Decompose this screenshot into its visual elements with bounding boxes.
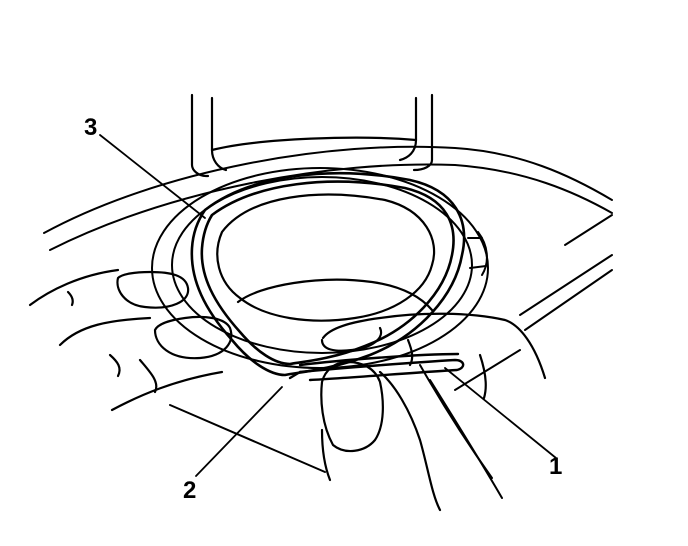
callout-2: 2	[183, 477, 197, 504]
leader-line-2	[195, 386, 283, 477]
seal-ring	[190, 172, 466, 377]
housing-outline	[43, 145, 613, 499]
hands	[28, 268, 547, 512]
leader-line-1	[444, 367, 557, 459]
inner-bore	[216, 193, 436, 322]
leader-line-3	[99, 134, 206, 219]
callout-3: 3	[84, 114, 98, 141]
callout-1: 1	[549, 453, 563, 480]
upper-bracket	[190, 93, 434, 178]
leader-lines	[99, 134, 557, 477]
